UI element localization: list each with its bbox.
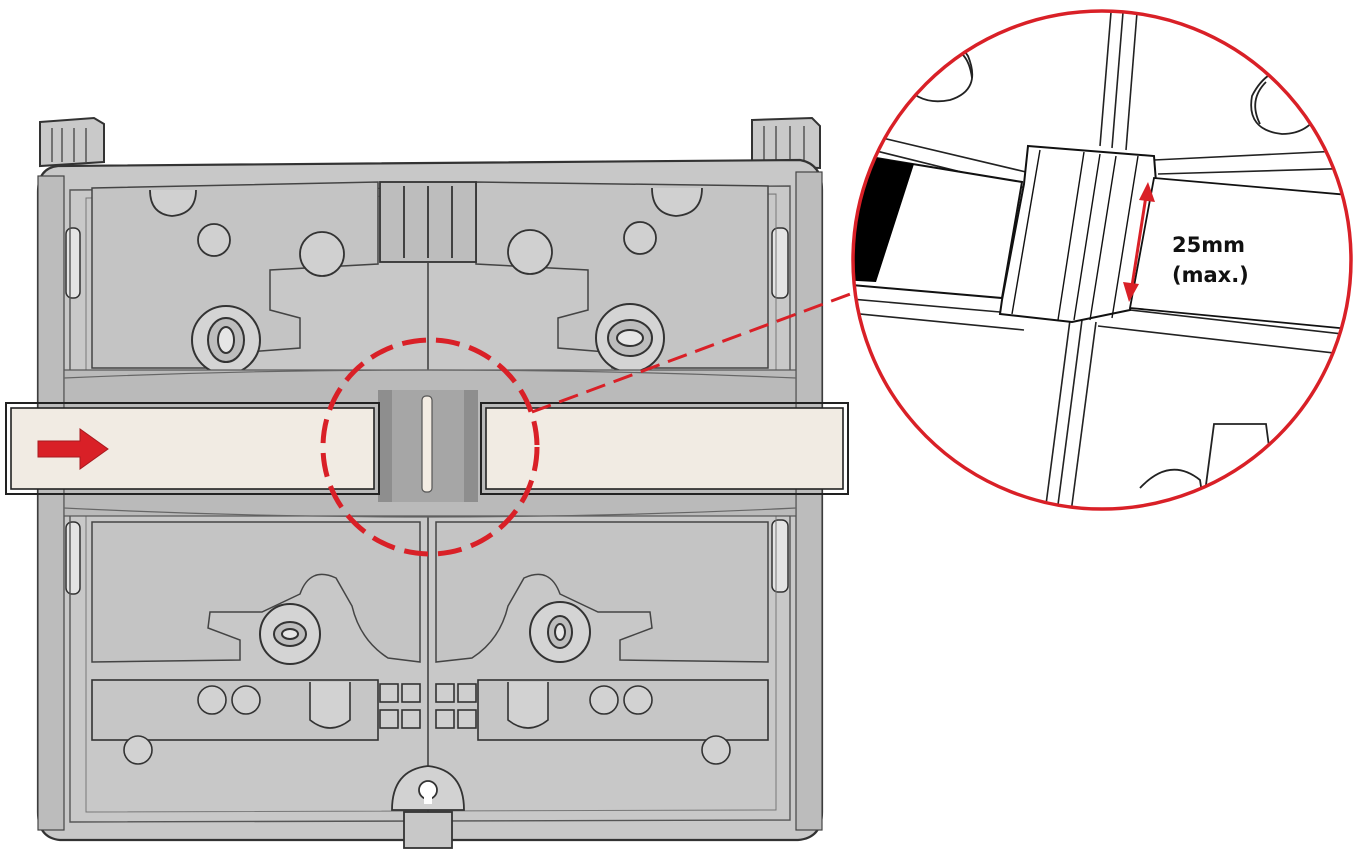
strap-right (480, 402, 849, 495)
center-strap-slot (378, 390, 478, 502)
zoom-clip-body (998, 144, 1158, 324)
highlight-circle (320, 337, 540, 557)
lower-screw-bosses (259, 601, 591, 665)
bottom-vent-grid (379, 683, 477, 729)
arrow-right-icon (37, 428, 109, 470)
upper-left-compartment (91, 181, 379, 369)
lower-left-compartment (91, 521, 421, 663)
bottom-keyhole (391, 765, 465, 849)
zoom-detail (851, 9, 1353, 511)
left-rail (37, 175, 65, 831)
callout-leader-line (531, 284, 873, 414)
right-rail (795, 171, 823, 831)
dimension-value: 25mm (1172, 233, 1245, 257)
lower-right-compartment (435, 521, 769, 663)
dimension-qualifier: (max.) (1172, 263, 1249, 287)
top-right-latch (751, 116, 821, 170)
top-left-latch (39, 116, 105, 168)
double-arrow-vertical-icon (1123, 182, 1155, 302)
top-vent (379, 181, 477, 263)
upper-right-compartment (475, 181, 769, 369)
